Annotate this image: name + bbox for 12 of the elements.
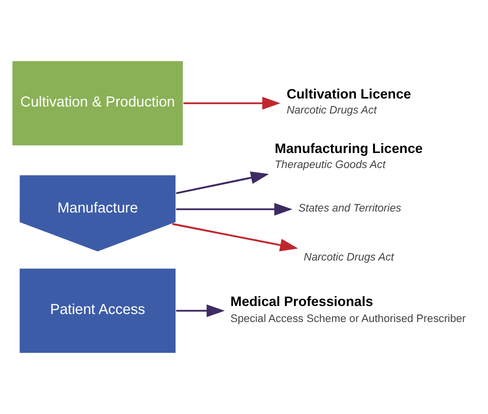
- arrow: [176, 304, 225, 318]
- node-text: States and Territories: [298, 202, 402, 215]
- node-box: Cultivation & Production: [12, 60, 184, 146]
- node-text: Manufacturing Licence Therapeutic Goods Act: [274, 141, 423, 172]
- arrow: [183, 96, 280, 110]
- node-text: Narcotic Drugs Act: [304, 252, 394, 264]
- arrow: [172, 223, 298, 252]
- node-text: Medical Professionals Special Access Scheme or Authorised Prescriber: [230, 294, 466, 326]
- arrow: [176, 202, 292, 216]
- arrow: [176, 171, 269, 194]
- node-box: Patient Access: [18, 268, 176, 354]
- node-text: Cultivation Licence Narcotic Drugs Act: [286, 86, 412, 117]
